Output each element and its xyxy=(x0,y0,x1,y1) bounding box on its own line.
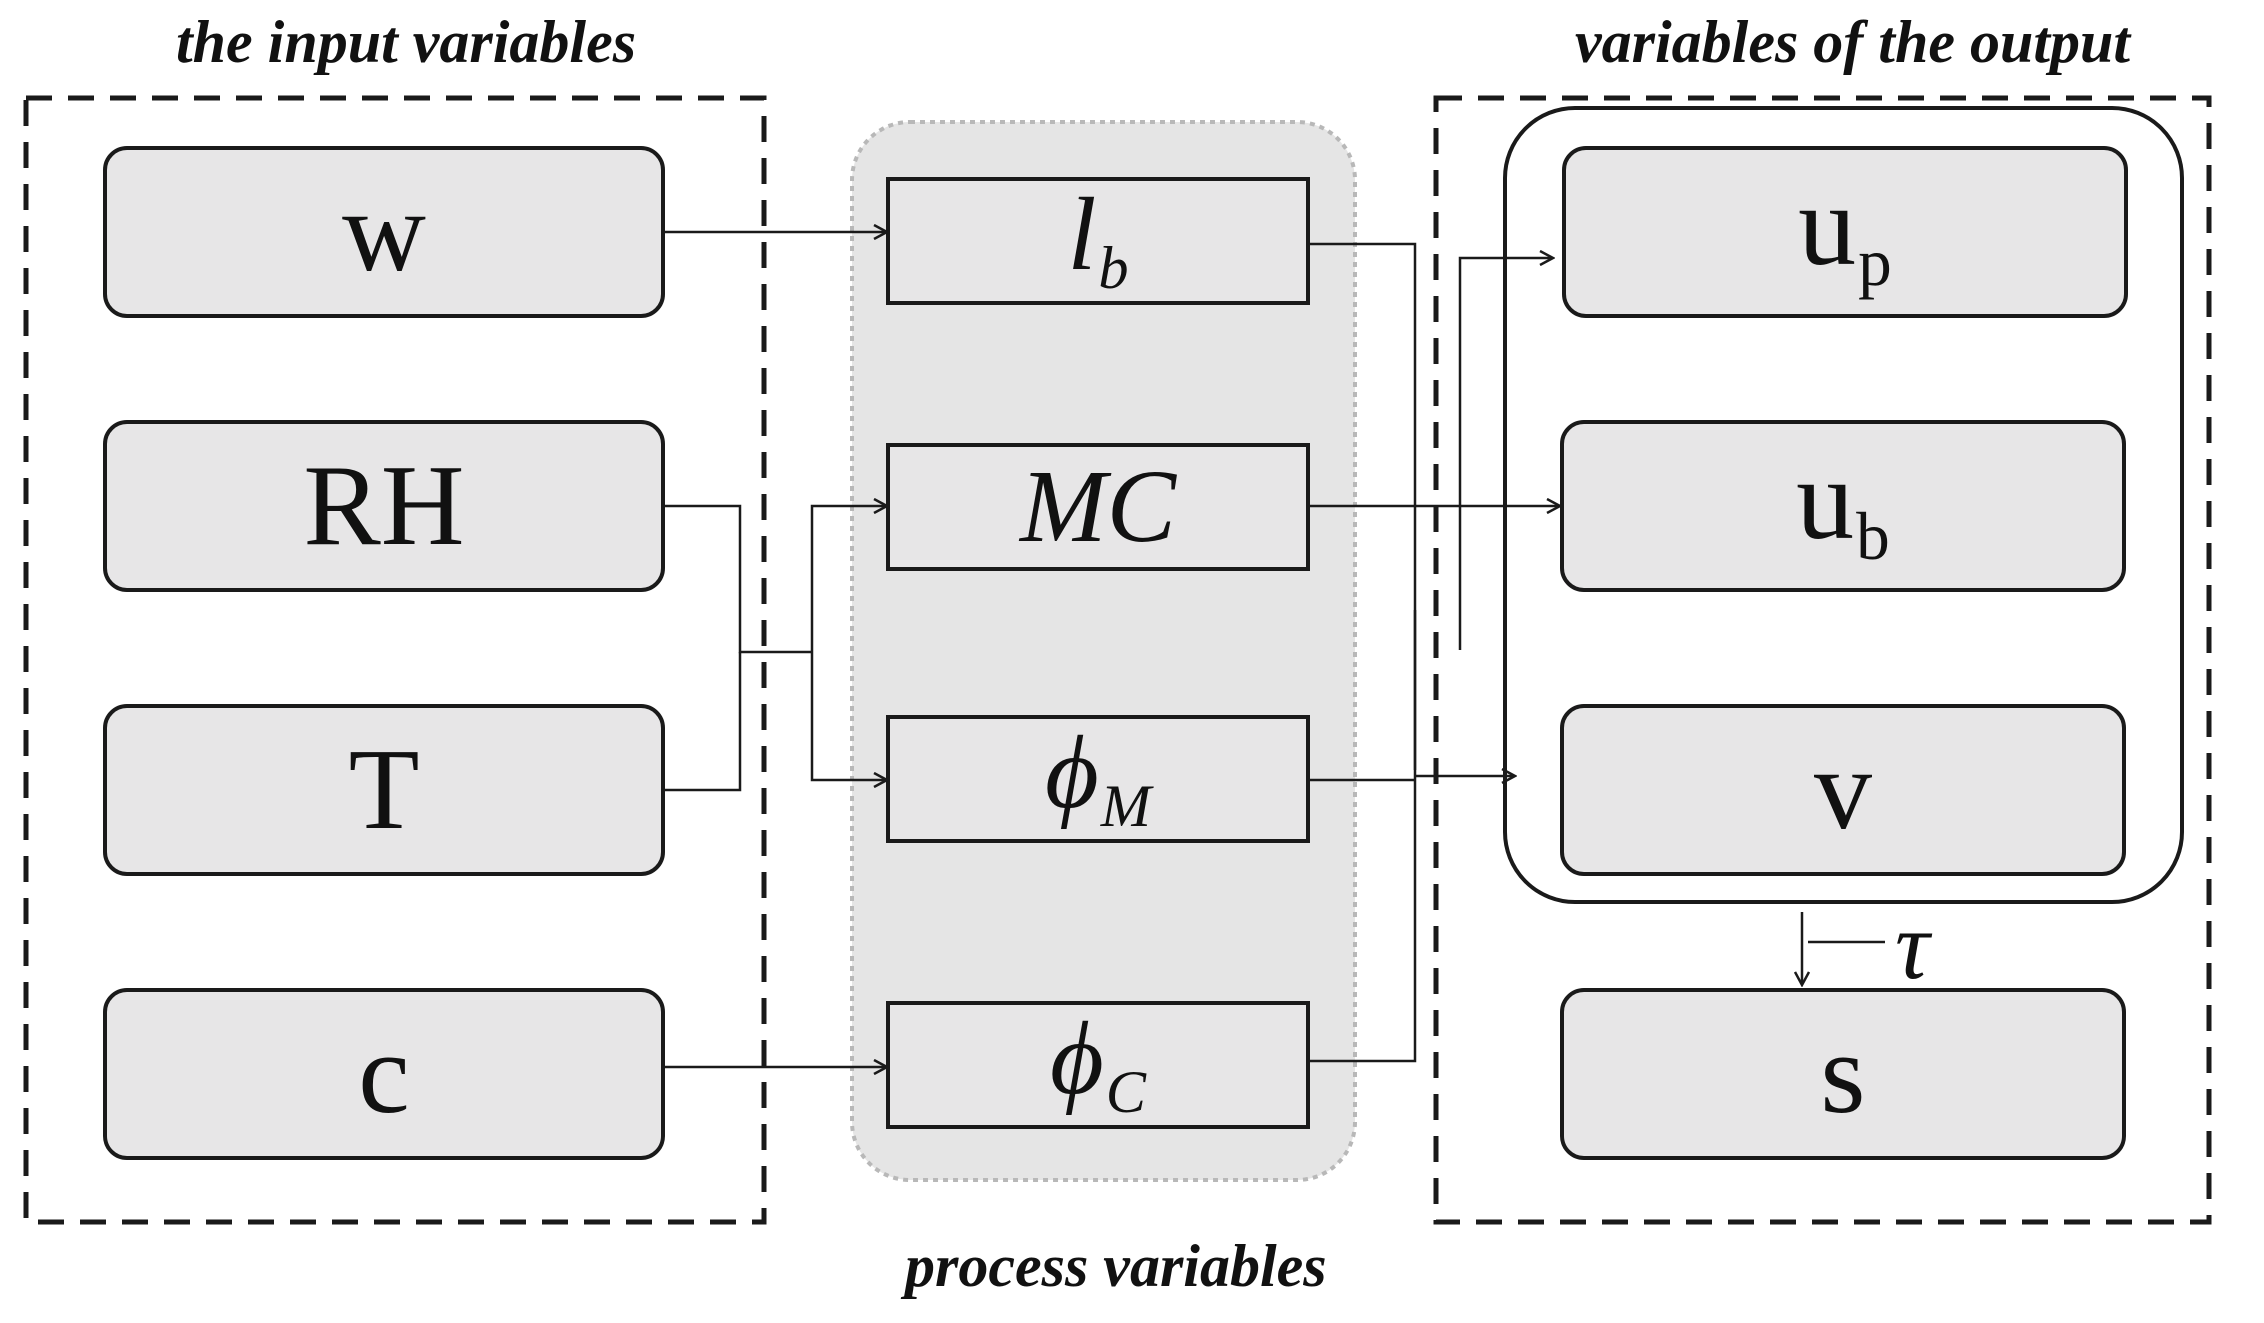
output-label-v: v xyxy=(1814,726,1872,854)
process-box-phic: ϕC xyxy=(886,1001,1310,1129)
process-label-mc: MC xyxy=(1020,449,1176,564)
tau-label: τ xyxy=(1895,892,1930,999)
output-label-up: up xyxy=(1798,161,1892,301)
output-box-up: up xyxy=(1562,146,2128,318)
wire-junction-to-phim xyxy=(810,652,887,780)
wire-rh-to-junction xyxy=(665,504,812,654)
output-box-ub: ub xyxy=(1560,420,2126,592)
output-box-v: v xyxy=(1560,704,2126,876)
input-label-c: c xyxy=(358,1010,410,1138)
process-label-lb: lb xyxy=(1067,176,1129,302)
wire-t-to-junction xyxy=(665,652,742,792)
input-box-c: c xyxy=(103,988,665,1160)
output-group-frame xyxy=(1433,95,2212,1225)
input-box-rh: RH xyxy=(103,420,665,592)
process-box-lb: lb xyxy=(886,177,1310,305)
process-box-mc: MC xyxy=(886,443,1310,571)
input-label-w: w xyxy=(342,168,426,296)
output-label-s: s xyxy=(1820,1010,1866,1138)
output-label-ub: ub xyxy=(1796,435,1890,575)
process-group-title: process variables xyxy=(905,1233,1327,1299)
wire-junction-to-mc xyxy=(810,506,887,652)
process-box-phim: ϕM xyxy=(886,715,1310,843)
input-group-frame xyxy=(23,95,767,1225)
input-box-w: w xyxy=(103,146,665,318)
process-panel xyxy=(850,120,1357,1182)
process-label-phim: ϕM xyxy=(1044,714,1152,840)
wire-to-up xyxy=(1458,258,1553,650)
wire-lb-down xyxy=(1310,242,1417,770)
input-group-title: the input variables xyxy=(176,9,637,75)
input-box-t: T xyxy=(103,704,665,876)
wire-phic-up xyxy=(1310,610,1417,1063)
process-label-phic: ϕC xyxy=(1049,1000,1147,1126)
output-group-title: variables of the output xyxy=(1575,9,2131,75)
input-label-t: T xyxy=(348,726,420,854)
output-box-s: s xyxy=(1560,988,2126,1160)
input-label-rh: RH xyxy=(303,442,465,570)
